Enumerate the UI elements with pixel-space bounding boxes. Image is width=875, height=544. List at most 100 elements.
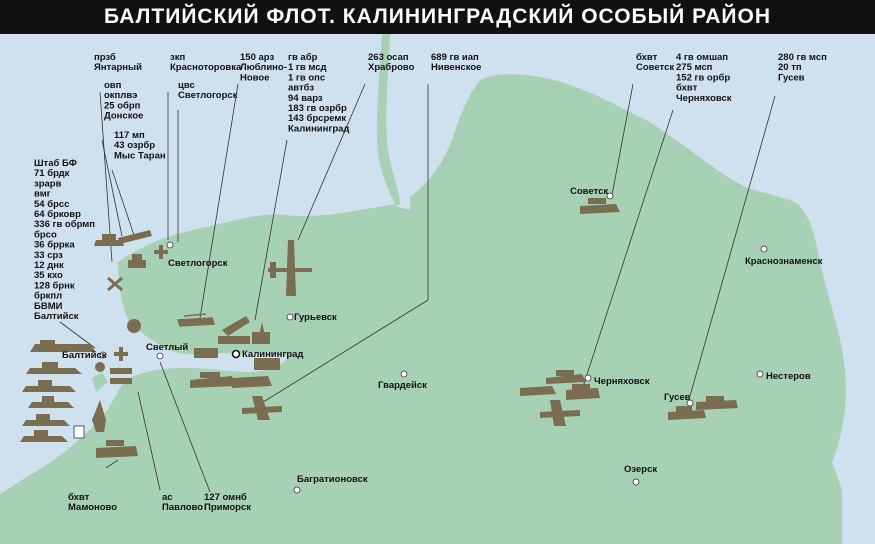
callout-line: окплвэ — [104, 90, 137, 101]
map-title: БАЛТИЙСКИЙ ФЛОТ. КАЛИНИНГРАДСКИЙ ОСОБЫЙ … — [0, 0, 875, 34]
flag-icon — [73, 425, 85, 439]
missile-launcher-icon — [218, 316, 250, 344]
callout-line: Черняховск — [676, 93, 732, 104]
kaliningrad-marker — [231, 349, 241, 359]
callout-line: автбз — [288, 83, 314, 94]
callout-line: бхвт — [636, 52, 658, 63]
callout-line: 275 мсп — [676, 62, 713, 73]
nesterov-marker — [756, 370, 764, 378]
callout-line: 54 брсс — [34, 199, 69, 210]
city-markers — [99, 192, 768, 494]
callout-line: 25 обрп — [104, 100, 141, 111]
mamonovo-tank-icon — [96, 440, 138, 458]
kaliningrad-lagoon — [99, 320, 270, 420]
baltiysk-marker — [99, 351, 107, 359]
callout-line: 150 арз — [240, 52, 274, 63]
callout-line: зрарв — [34, 178, 62, 189]
city-label-krasnoznamensk: Краснознаменск — [745, 256, 823, 267]
callout-line: брсо — [34, 229, 57, 240]
callout-line: 1 гв мсд — [288, 62, 327, 73]
cargo-truck-icon — [254, 358, 280, 370]
callout-line: Янтарный — [94, 62, 142, 73]
sovetsk-marker — [606, 192, 614, 200]
chernyakhovsk-jet-icon — [540, 400, 580, 426]
city-label-kaliningrad: Калининград — [242, 349, 303, 360]
callout-line: Донское — [104, 111, 143, 122]
callout-line: Советск — [636, 62, 674, 73]
callout-line: 36 брркa — [34, 240, 75, 251]
attack-helicopter-icon — [176, 313, 216, 327]
callout-line: 4 гв омшап — [676, 52, 728, 63]
chernyakhovsk-apc-icon — [520, 386, 556, 396]
callout-line: 1 гв опс — [288, 72, 325, 83]
gusev-tank-2-icon — [668, 406, 706, 420]
transport-aircraft-icon — [268, 240, 312, 296]
gusev-marker — [686, 399, 694, 407]
callout-line: бркпл — [34, 291, 62, 302]
callout-line: зкп — [170, 52, 185, 63]
callout-line: 20 тп — [778, 62, 802, 73]
callout-line: Павлово — [162, 502, 203, 513]
ring-icon — [95, 362, 105, 372]
callout-line: Балтийск — [34, 311, 79, 322]
ship-icons — [20, 340, 96, 442]
callout-line: Мыс Таран — [114, 150, 166, 161]
callout-line: ас — [162, 492, 173, 503]
supply-truck-icon — [194, 348, 218, 358]
chernyakhovsk-artillery-icon — [566, 384, 600, 400]
callout-line: Светлогорск — [178, 90, 238, 101]
callout-line: 336 гв обрмп — [34, 219, 95, 230]
svetlogorsk-marker — [166, 241, 174, 249]
city-label-gvardeysk: Гвардейск — [378, 380, 427, 391]
callout-line: прзб — [94, 52, 116, 63]
callout-line: Калининград — [288, 123, 349, 134]
callout-line: цвс — [178, 80, 195, 91]
city-label-sovetsk: Советск — [570, 186, 608, 197]
city-label-nesterov: Нестеров — [766, 371, 811, 382]
callout-line: Нивенское — [431, 62, 481, 73]
callout-line: 689 гв иап — [431, 52, 479, 63]
callout-line: 263 осап — [368, 52, 409, 63]
callout-line: Новое — [240, 72, 269, 83]
callout-line: 128 брнк — [34, 280, 75, 291]
helicopter-icon — [94, 234, 124, 246]
fighter-jet-icon — [242, 396, 282, 420]
city-label-gusev: Гусев — [664, 392, 691, 403]
city-label-ozersk: Озерск — [624, 464, 657, 475]
mainland-region — [0, 74, 846, 544]
curonian-spit — [376, 34, 400, 206]
city-labels: Балтийск Светлый Светлогорск Гурьевск Ка… — [62, 186, 823, 485]
callout-line: 127 омнб — [204, 492, 247, 503]
callout-line: Храброво — [368, 62, 415, 73]
callout-line: Штаб БФ — [34, 158, 77, 169]
chernyakhovsk-marker — [584, 374, 592, 382]
callout-line: Приморск — [204, 502, 251, 513]
callout-line: 33 срз — [34, 250, 63, 261]
city-label-bagrationovsk: Багратионовск — [297, 474, 368, 485]
anchor-icon — [107, 276, 123, 292]
callout-line: 117 мп — [114, 130, 145, 141]
baltic-spit — [92, 372, 108, 392]
callout-line: БВМИ — [34, 301, 63, 312]
callout-line: 94 варз — [288, 93, 323, 104]
callout-line: бхвт — [68, 492, 90, 503]
tank-icon — [190, 372, 236, 388]
leader-lines — [59, 83, 776, 493]
city-label-baltiysk: Балтийск — [62, 350, 107, 361]
soldier-icon — [92, 400, 106, 432]
krasnoznamensk-marker — [760, 245, 768, 253]
bagrationovsk-marker — [293, 486, 301, 494]
callout-line: вмг — [34, 189, 51, 200]
callout-line: 12 днк — [34, 260, 64, 271]
city-label-svetlogorsk: Светлогорск — [168, 258, 228, 269]
